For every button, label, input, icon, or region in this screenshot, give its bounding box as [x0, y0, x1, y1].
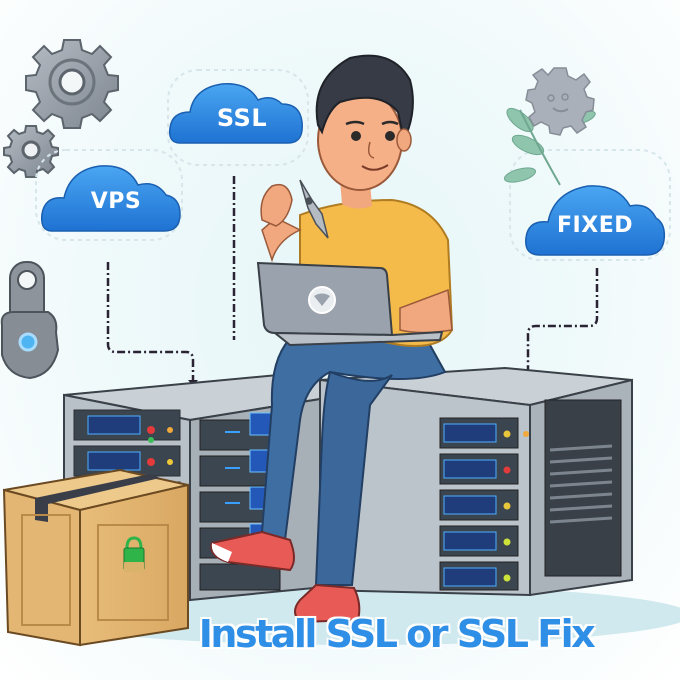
ssl-cloud [168, 83, 303, 144]
page-title: Install SSL or SSL Fix [198, 612, 596, 656]
small-gear-icon [3, 125, 59, 178]
fixed-cloud [525, 185, 666, 256]
shipping-box [2, 468, 189, 647]
vps-cloud [40, 165, 181, 232]
key-icon [0, 261, 60, 380]
pliers-icon [299, 179, 329, 239]
leaf-icon [503, 107, 596, 186]
gear-icon [25, 39, 119, 129]
padlock-icon [123, 536, 145, 572]
vps-cloud-label: VPS [90, 189, 142, 214]
laptop [256, 261, 444, 347]
connector-lines [106, 176, 599, 382]
server-rack-right [319, 366, 633, 597]
laptop-logo-icon [308, 286, 336, 314]
fixed-cloud-label: FIXED [557, 213, 633, 238]
smiling-gear-icon [525, 67, 595, 136]
ssl-cloud-label: SSL [216, 104, 268, 132]
decorative-rings [35, 69, 671, 261]
